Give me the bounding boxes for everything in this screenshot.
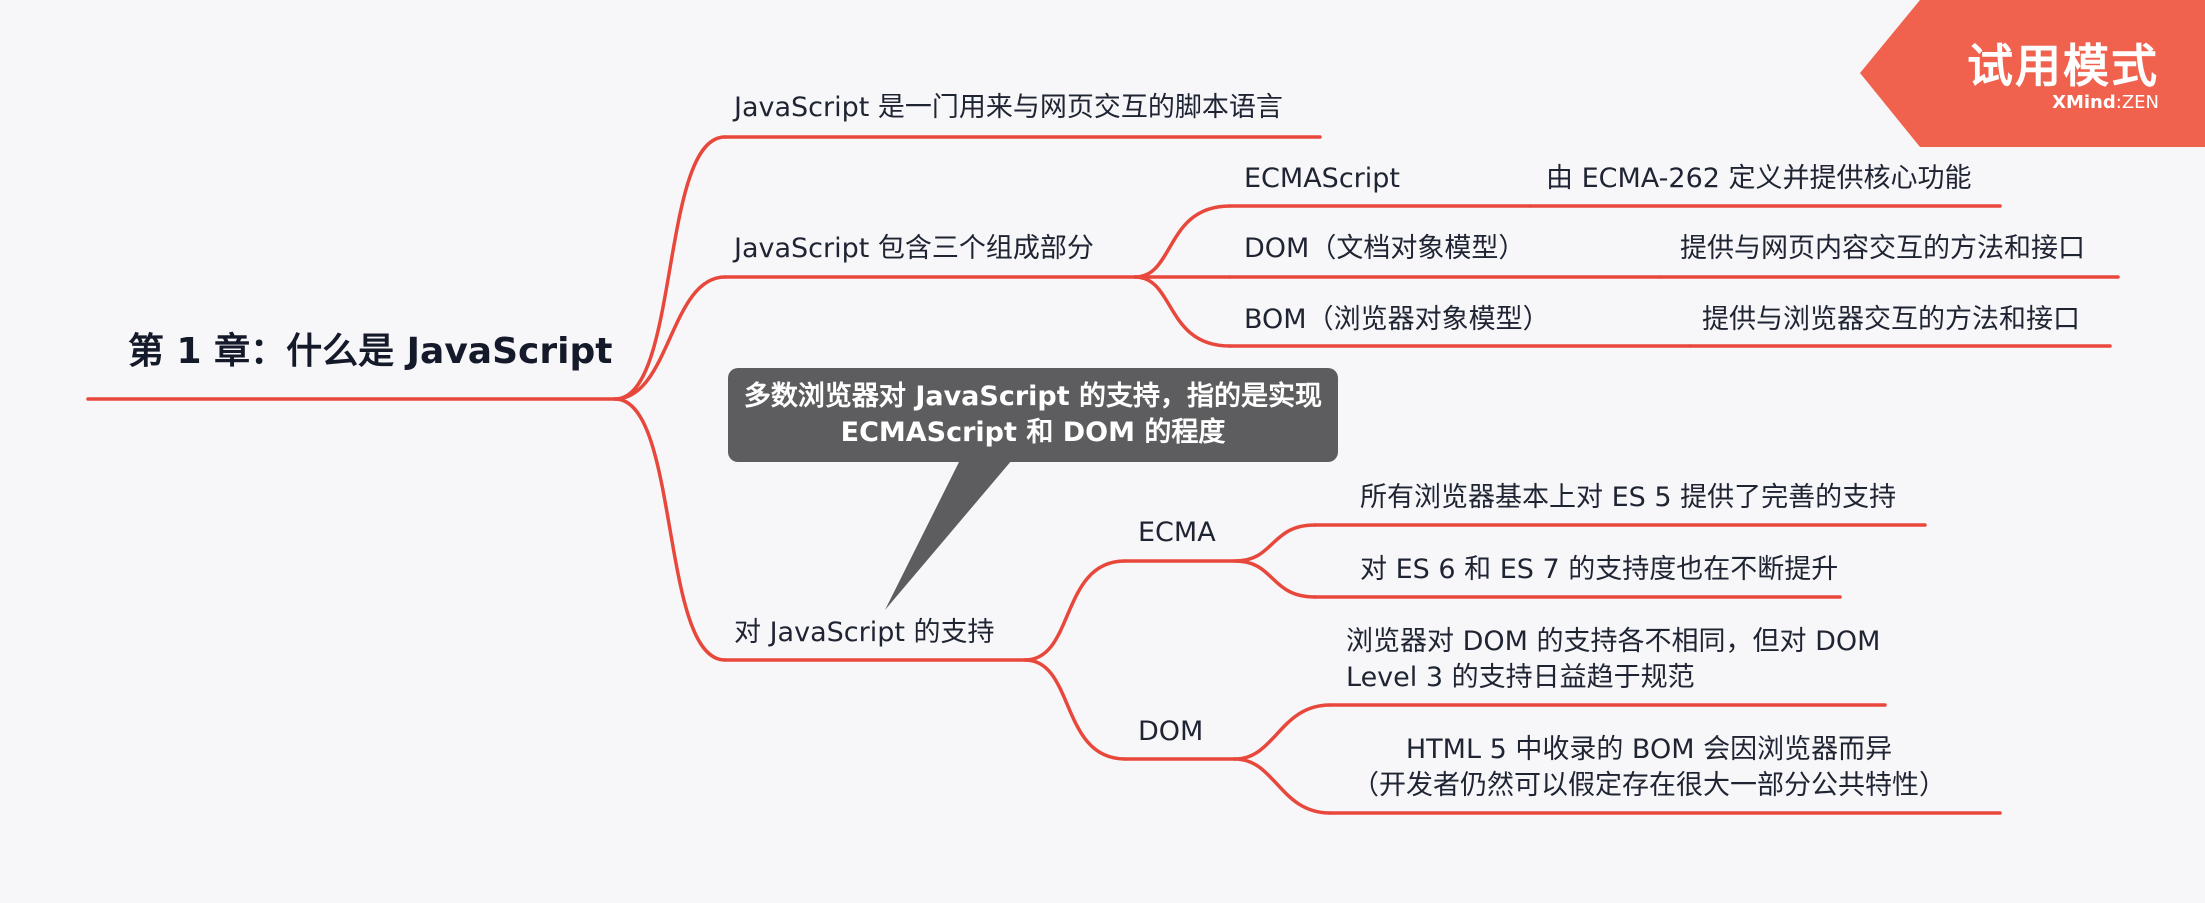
badge-background [1860, 0, 2205, 147]
connector-definition [613, 135, 727, 401]
topic-parts[interactable]: JavaScript 包含三个组成部分 [734, 233, 1094, 264]
dom-item-2-line-1: HTML 5 中收录的 BOM 会因浏览器而异 [1405, 734, 1893, 765]
dom-item-2-line-2: （开发者仍然可以假定存在很大一部分公共特性） [1352, 770, 1946, 801]
badge-brand: XMind:ZEN [2052, 92, 2159, 113]
ecma-item-1[interactable]: 所有浏览器基本上对 ES 5 提供了完善的支持 [1360, 482, 1897, 513]
ecma-item-2[interactable]: 对 ES 6 和 ES 7 的支持度也在不断提升 [1360, 554, 1839, 585]
dom-item-1-line-1: 浏览器对 DOM 的支持各不相同，但对 DOM [1346, 626, 1881, 657]
badge-title: 试用模式 [1967, 39, 2159, 93]
badge-brand-name: XMind [2052, 92, 2116, 113]
subtopic-ecmascript[interactable]: ECMAScript [1244, 163, 1400, 194]
connector-ecma [1023, 559, 1127, 662]
connector-support [613, 397, 727, 662]
dom-item-1-line-2: Level 3 的支持日益趋于规范 [1346, 662, 1695, 693]
connector-ecma-item1 [1233, 523, 1317, 563]
subtopic-dom[interactable]: DOM（文档对象模型） [1244, 233, 1526, 264]
callout-note[interactable]: 多数浏览器对 JavaScript 的支持，指的是实现 ECMAScript 和… [728, 368, 1338, 462]
connector-dom-item1 [1233, 703, 1332, 761]
dom-item-1[interactable]: 浏览器对 DOM 的支持各不相同，但对 DOM Level 3 的支持日益趋于规… [1346, 624, 1880, 696]
subtopic-bom[interactable]: BOM（浏览器对象模型） [1244, 304, 1550, 335]
trial-mode-badge[interactable]: 试用模式 XMind:ZEN [1860, 0, 2205, 147]
connector-ecma-item2 [1233, 559, 1317, 599]
dom-item-2[interactable]: HTML 5 中收录的 BOM 会因浏览器而异 （开发者仍然可以假定存在很大一部… [1352, 732, 1946, 804]
topic-support[interactable]: 对 JavaScript 的支持 [734, 617, 995, 648]
subtopic-ecma[interactable]: ECMA [1138, 517, 1216, 548]
detail-dom[interactable]: 提供与网页内容交互的方法和接口 [1680, 233, 2085, 264]
badge-edition: ZEN [2121, 92, 2159, 113]
detail-bom[interactable]: 提供与浏览器交互的方法和接口 [1702, 304, 2080, 335]
connector-parts [613, 275, 727, 401]
callout-line-1: 多数浏览器对 JavaScript 的支持，指的是实现 [743, 381, 1323, 412]
badge-separator: : [2115, 92, 2122, 113]
connector-dom-support [1023, 658, 1127, 761]
callout-line-2: ECMAScript 和 DOM 的程度 [840, 417, 1226, 448]
central-topic[interactable]: 第 1 章：什么是 JavaScript [128, 331, 613, 372]
detail-ecmascript[interactable]: 由 ECMA-262 定义并提供核心功能 [1546, 163, 1972, 194]
topic-definition[interactable]: JavaScript 是一门用来与网页交互的脚本语言 [734, 92, 1283, 123]
connector-ecmascript [1133, 204, 1232, 279]
subtopic-dom-support[interactable]: DOM [1138, 716, 1204, 747]
connector-bom [1133, 275, 1232, 348]
callout-pointer [885, 460, 1012, 610]
connector-dom-item2 [1233, 757, 1332, 815]
